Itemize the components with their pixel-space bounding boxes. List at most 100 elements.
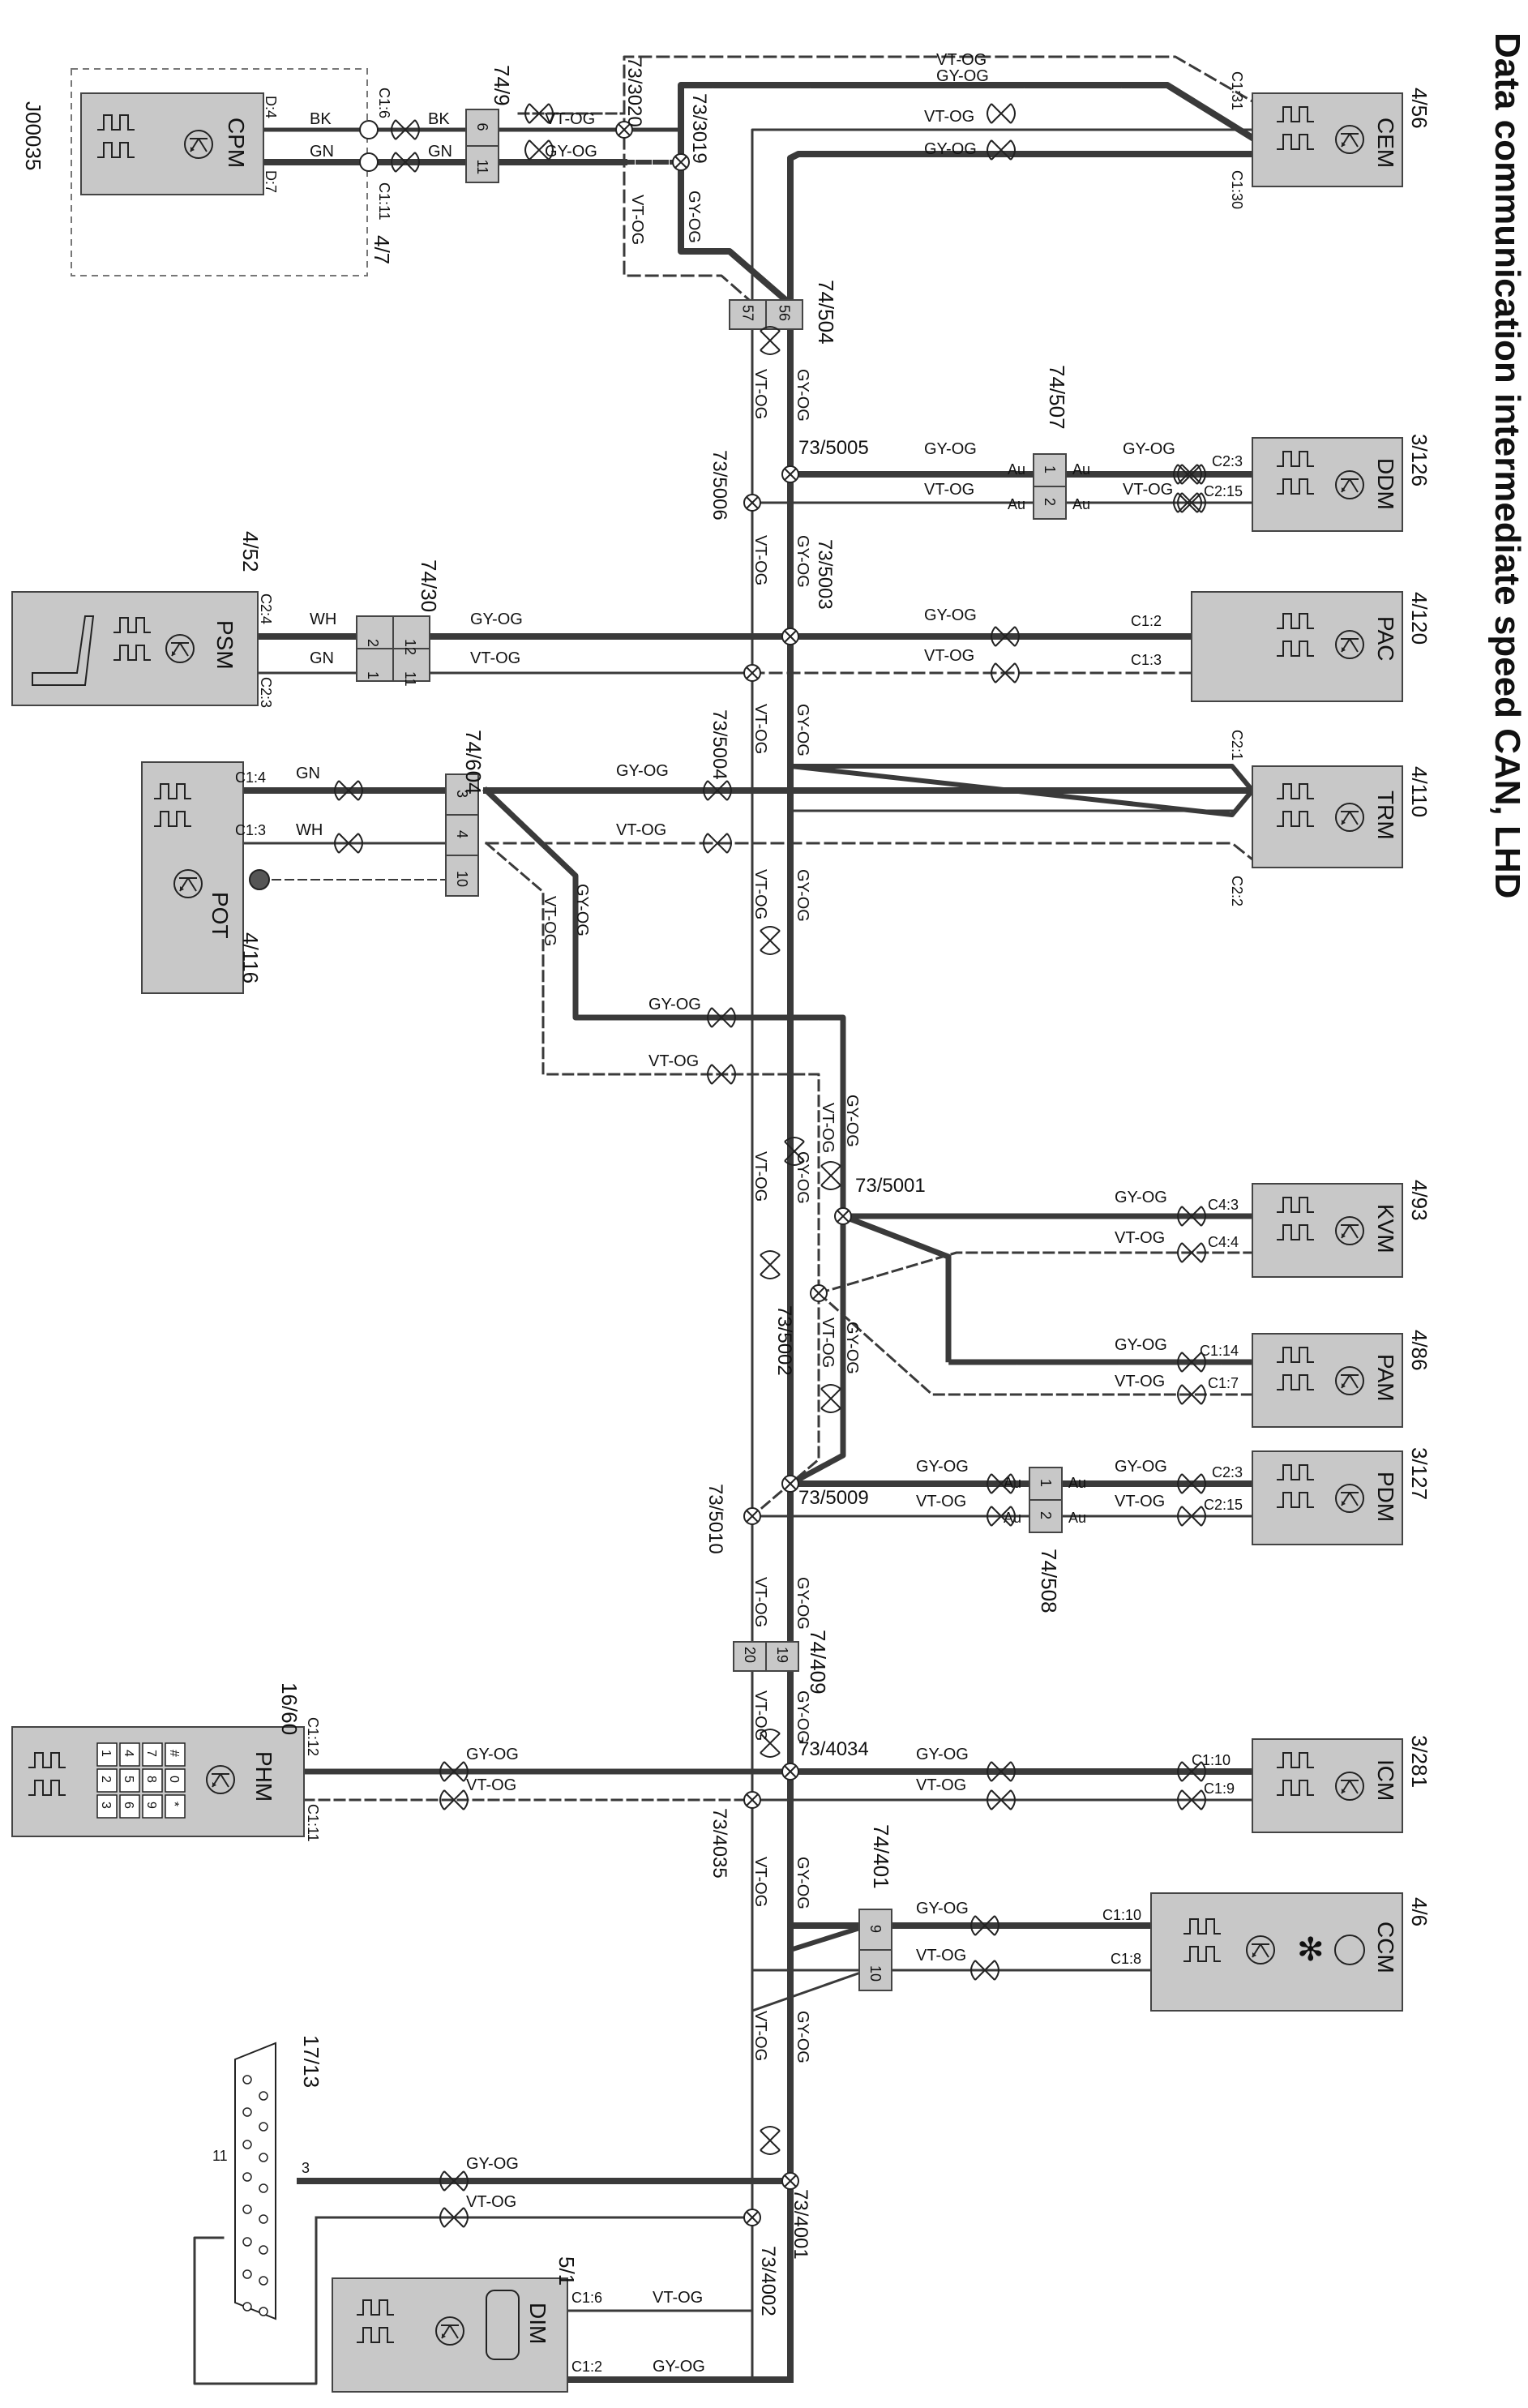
- wire-color-label: VT-OG: [1115, 1373, 1165, 1390]
- wire-color-label: WH: [310, 611, 336, 628]
- module-ref: 4/110: [1407, 766, 1432, 817]
- module-label: KVM: [1373, 1204, 1398, 1253]
- module-kvm[interactable]: KVM 4/93 C4:3 C4:4: [1208, 1180, 1432, 1278]
- module-pdm[interactable]: PDM 3/127 C2:3 C2:15: [1204, 1447, 1432, 1545]
- wire-color-label: GY-OG: [794, 869, 811, 922]
- keypad-key: [119, 1794, 140, 1819]
- connector-pin: 1: [365, 671, 381, 679]
- wire-color-label: GY-OG: [1123, 440, 1175, 458]
- diagram-title: Data communication intermediate speed CA…: [1487, 32, 1527, 898]
- keypad-key-label: #: [167, 1750, 181, 1757]
- connector-pin: 2: [365, 639, 381, 647]
- wire-color-label: GN: [310, 143, 334, 161]
- connector-pin: 10: [454, 871, 470, 887]
- wire-color-label: GY-OG: [1115, 1189, 1167, 1206]
- module-pot[interactable]: POT 4/116 C1:4 C1:3: [141, 761, 270, 994]
- connector-pin: 1: [1042, 465, 1058, 473]
- module-pin: C1:6: [571, 2290, 602, 2306]
- wire-color-label: GY-OG: [794, 1857, 811, 1909]
- wire-color-label: GY-OG: [794, 1577, 811, 1630]
- obd-pin-dot: [242, 2302, 252, 2312]
- module-dim[interactable]: DIM 5/1 C1:6 C1:2: [332, 2256, 602, 2393]
- twisted-pair-marker: [760, 926, 781, 955]
- wire-color-label: GY-OG: [648, 996, 701, 1013]
- module-pin: C2:4: [258, 593, 274, 624]
- wire-color-label: GY-OG: [936, 67, 989, 85]
- keypad-key: [96, 1742, 118, 1767]
- splice-ref: 73/5003: [814, 539, 836, 610]
- splices-layer: 73/302073/301973/500573/500673/500373/50…: [615, 57, 926, 2316]
- module-label: CCM: [1373, 1922, 1398, 1973]
- module-psm[interactable]: PSM 4/52 C2:4 C2:3: [11, 531, 274, 708]
- module-pin: C1:9: [1204, 1780, 1235, 1797]
- splice-ref: 73/5010: [704, 1484, 726, 1554]
- module-cem[interactable]: CEM 4/56 C1:31 C1:30: [1229, 71, 1432, 209]
- splice-ref: 73/4035: [708, 1808, 730, 1879]
- connector-pin: 10: [867, 1965, 884, 1982]
- wire-color-label: GY-OG: [794, 535, 811, 588]
- twisted-pair-marker: [820, 1161, 841, 1190]
- module-ccm[interactable]: ✻ CCM 4/6 C1:10 C1:8: [1102, 1892, 1432, 2012]
- module-pin: C1:2: [571, 2359, 602, 2375]
- wire-color-label: BK: [310, 110, 332, 128]
- module-pam[interactable]: PAM 4/86 C1:14 C1:7: [1200, 1330, 1432, 1428]
- keypad-key: [142, 1768, 163, 1793]
- wire-color-label: GY-OG: [1115, 1458, 1167, 1476]
- wire-color-label: VT-OG: [751, 1151, 769, 1202]
- connector-pin: 11: [474, 160, 490, 175]
- splice: 73/5006: [708, 450, 761, 521]
- wire-color-label: VT-OG: [545, 110, 595, 128]
- keypad-key-label: 8: [144, 1776, 158, 1783]
- module-cpm[interactable]: CPM 4/7 D:4 D:7: [80, 92, 394, 264]
- wire-color-label: VT-OG: [648, 1052, 699, 1070]
- splice-ref: 73/3019: [688, 93, 710, 164]
- connector-pin: 11: [402, 671, 418, 687]
- keypad-key-label: 4: [122, 1750, 135, 1757]
- obd-pin-dot: [242, 2140, 252, 2149]
- module-trm[interactable]: TRM 4/110 C2:1 C2:2: [1229, 730, 1432, 906]
- wire-color-label: VT-OG: [916, 1493, 966, 1510]
- module-pin: C4:4: [1208, 1234, 1239, 1250]
- module-ref: 4/86: [1407, 1330, 1432, 1371]
- module-pac[interactable]: PAC 4/120 C1:2 C1:3: [1131, 591, 1432, 702]
- connector-material: Au: [1008, 496, 1025, 512]
- twisted-pair-marker: [760, 2126, 781, 2155]
- splice: 73/5009: [781, 1475, 869, 1509]
- wire-color-label: VT-OG: [1115, 1493, 1165, 1510]
- module-pin: C1:3: [235, 822, 266, 838]
- module-icm[interactable]: ICM 3/281 C1:10 C1:9: [1192, 1735, 1432, 1833]
- keypad-key-label: 2: [99, 1776, 113, 1783]
- splice: 73/5002: [773, 1284, 828, 1376]
- keypad-key: [96, 1794, 118, 1819]
- connector-pin: 6: [474, 123, 490, 131]
- keypad-key-label: 9: [144, 1802, 158, 1809]
- wire-color-label: VT-OG: [924, 481, 974, 499]
- obd-pin-dot: [259, 2183, 268, 2193]
- connector-material: Au: [1068, 1475, 1086, 1491]
- module-ref: 4/56: [1407, 88, 1432, 129]
- splice: 73/5005: [781, 437, 869, 483]
- wire-color-label: VT-OG: [616, 821, 666, 839]
- module-label: DIM: [525, 2303, 550, 2344]
- module-pin: C2:15: [1204, 1497, 1243, 1513]
- splice-ref: 73/5004: [708, 709, 730, 780]
- wire-color-label: GY-OG: [545, 143, 597, 161]
- ground-icon: [249, 869, 270, 890]
- obd-connector[interactable]: 17/13 3 11: [212, 2035, 323, 2320]
- keypad-key: [165, 1768, 186, 1793]
- wire-color-label: GY-OG: [924, 606, 977, 624]
- module-ddm[interactable]: DDM 3/126 C2:3 C2:15: [1204, 434, 1432, 532]
- connector-pin: 2: [1038, 1511, 1054, 1519]
- module-pin: C2:15: [1204, 483, 1243, 499]
- splice-ref: 73/5002: [773, 1305, 795, 1376]
